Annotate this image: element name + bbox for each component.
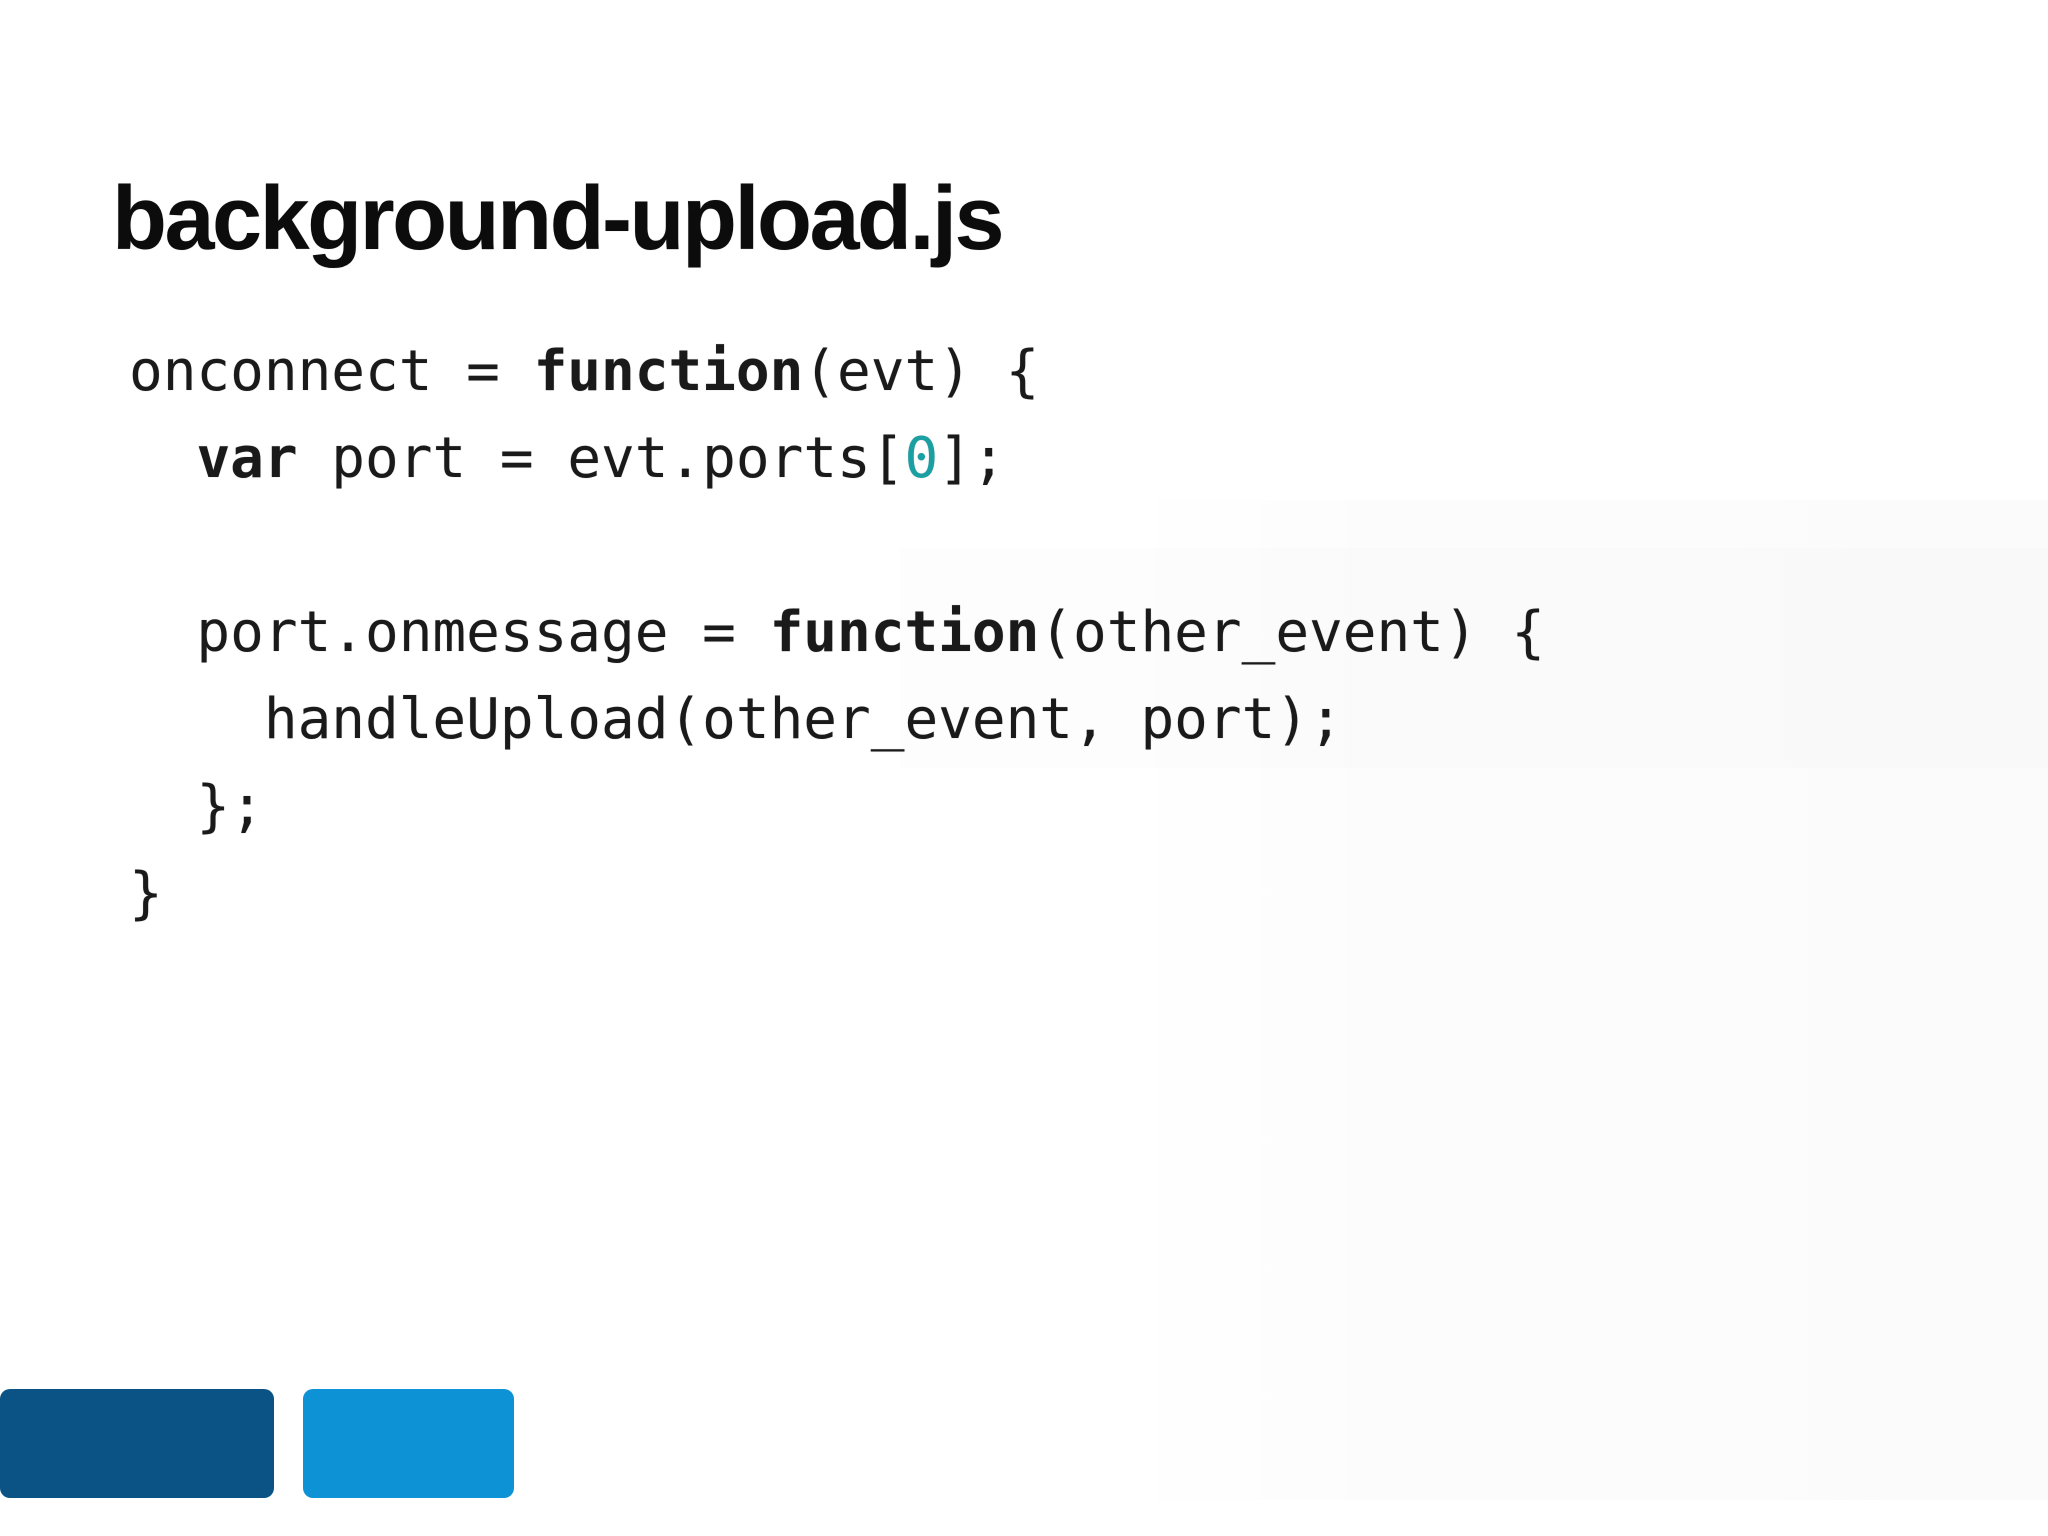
code-line xyxy=(129,502,1545,589)
code-line: } xyxy=(129,850,1545,937)
footer-bar-light-blue xyxy=(303,1389,514,1498)
code-text: handleUpload(other_event, port); xyxy=(129,687,1343,752)
footer-bar-dark-blue xyxy=(0,1389,274,1498)
code-text: (other_event) { xyxy=(1039,600,1546,665)
code-line: var port = evt.ports[0]; xyxy=(129,415,1545,502)
code-text: port.onmessage = xyxy=(129,600,770,665)
code-line: port.onmessage = function(other_event) { xyxy=(129,589,1545,676)
code-number-literal: 0 xyxy=(904,426,939,491)
code-keyword: function xyxy=(533,339,804,404)
code-line: handleUpload(other_event, port); xyxy=(129,676,1545,763)
code-keyword: var xyxy=(196,426,298,491)
code-line: onconnect = function(evt) { xyxy=(129,328,1545,415)
code-text: ]; xyxy=(938,426,1006,491)
slide-title: background-upload.js xyxy=(112,169,1005,269)
code-text: (evt) { xyxy=(803,339,1040,404)
code-text: port = evt.ports[ xyxy=(297,426,905,491)
code-text xyxy=(129,426,196,491)
code-text: onconnect = xyxy=(129,339,534,404)
code-text: } xyxy=(129,861,163,926)
code-keyword: function xyxy=(769,600,1040,665)
code-text: }; xyxy=(129,774,264,839)
code-line: }; xyxy=(129,763,1545,850)
code-block: onconnect = function(evt) { var port = e… xyxy=(129,328,1545,937)
